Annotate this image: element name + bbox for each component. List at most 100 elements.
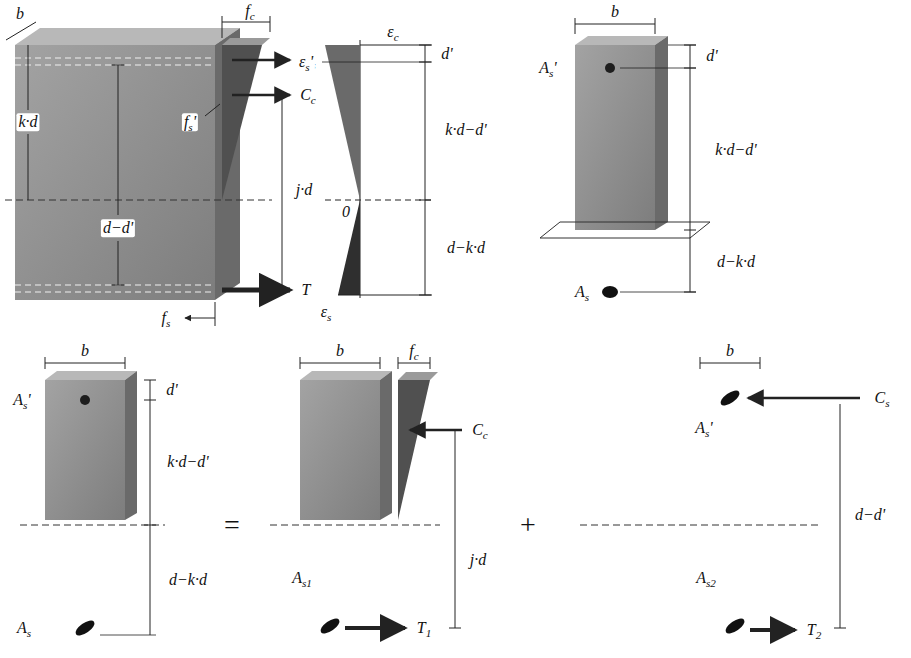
strain-diagram — [419, 62, 431, 63]
dimension-label: d−k·d — [445, 239, 487, 257]
section-middle — [300, 357, 301, 369]
axis-label: 0 — [340, 203, 352, 221]
beam-block — [15, 65, 215, 66]
area-label: As — [573, 283, 591, 301]
transformed-section — [575, 36, 668, 45]
force-arrows — [232, 59, 290, 62]
transformed-section — [655, 18, 656, 34]
area-label: As' — [693, 419, 715, 437]
section-middle — [430, 357, 431, 369]
beam-block — [15, 285, 215, 286]
section-right — [723, 616, 747, 637]
section-middle — [270, 525, 440, 526]
dimension-label: b — [14, 5, 26, 23]
section-right — [700, 363, 760, 364]
section-middle — [398, 380, 430, 520]
equals-sign: = — [222, 510, 242, 541]
strain-label: εc — [385, 23, 400, 41]
section-left — [144, 525, 156, 526]
beam-block — [15, 28, 240, 45]
area-label: As' — [537, 59, 559, 77]
strain-diagram — [419, 295, 431, 296]
dimension-label: d−d' — [101, 219, 135, 237]
section-left — [45, 380, 125, 520]
force-arrows — [232, 94, 290, 97]
section-middle — [345, 626, 405, 630]
section-left — [125, 371, 137, 520]
dimension-label: d−d' — [853, 506, 887, 524]
strain-diagram — [322, 40, 432, 298]
section-left — [73, 618, 97, 639]
section-right — [760, 357, 761, 369]
section-left — [45, 357, 46, 369]
force-label: Cs — [872, 389, 891, 407]
force-label: T — [300, 281, 313, 299]
dimension-lines — [222, 22, 270, 23]
transformed-section — [575, 18, 576, 34]
section-middle — [300, 371, 392, 380]
transformed-section — [620, 292, 696, 293]
section-middle — [398, 357, 399, 369]
section-middle — [449, 628, 461, 629]
section-middle — [270, 357, 462, 636]
dimension-lines — [6, 16, 288, 326]
section-left — [100, 635, 156, 636]
section-middle — [410, 429, 462, 432]
section-middle — [300, 363, 380, 364]
dimension-lines — [118, 241, 119, 285]
dimension-label: b — [609, 3, 621, 21]
section-middle — [380, 371, 392, 520]
dimension-label: k·d — [16, 113, 39, 131]
strain-diagram — [425, 45, 426, 295]
section-right — [750, 628, 795, 632]
dimension-label: d' — [439, 45, 454, 63]
stress-block — [205, 104, 220, 116]
section-middle — [318, 616, 342, 637]
transformed-section — [684, 45, 696, 46]
dimension-label: k·d−d' — [713, 141, 758, 159]
strain-diagram — [338, 295, 432, 296]
transformed-section — [668, 45, 696, 46]
section-middle — [449, 430, 461, 431]
section-middle — [455, 430, 456, 628]
dimension-lines — [215, 302, 216, 326]
section-middle — [398, 372, 438, 380]
section-left — [144, 380, 156, 381]
dimension-lines — [270, 16, 271, 32]
section-left — [45, 363, 125, 364]
dimension-label: b — [79, 342, 91, 360]
transformed-section — [540, 18, 710, 298]
force-arrows — [222, 60, 290, 290]
beam-block — [5, 200, 272, 201]
dimension-label: d−k·d — [715, 253, 757, 271]
transformed-section — [575, 45, 655, 230]
section-left — [80, 395, 90, 405]
strain-label: εs' — [297, 53, 315, 71]
transformed-section — [540, 222, 710, 238]
transformed-section — [605, 63, 615, 73]
section-middle — [380, 357, 381, 369]
beam-block — [15, 292, 215, 293]
stress-label: fs' — [182, 113, 198, 131]
force-arrows — [222, 288, 290, 293]
strain-diagram — [419, 45, 431, 46]
stress-label: fc — [407, 342, 420, 360]
transformed-section — [684, 292, 696, 293]
plus-sign: + — [518, 510, 538, 541]
strain-diagram — [325, 200, 432, 201]
area-label: As — [15, 619, 33, 637]
strain-diagram — [322, 62, 432, 63]
transformed-section — [575, 24, 655, 25]
dimension-lines — [28, 134, 29, 200]
area-label: As' — [11, 391, 33, 409]
force-label: T2 — [805, 621, 824, 639]
section-left — [20, 525, 165, 526]
stress-block — [205, 38, 270, 200]
dimension-label: d' — [164, 381, 179, 399]
dimension-label: b — [724, 342, 736, 360]
beam-block — [5, 28, 272, 300]
section-right — [700, 357, 701, 369]
dimension-lines — [222, 16, 223, 38]
transformed-section — [620, 68, 696, 69]
